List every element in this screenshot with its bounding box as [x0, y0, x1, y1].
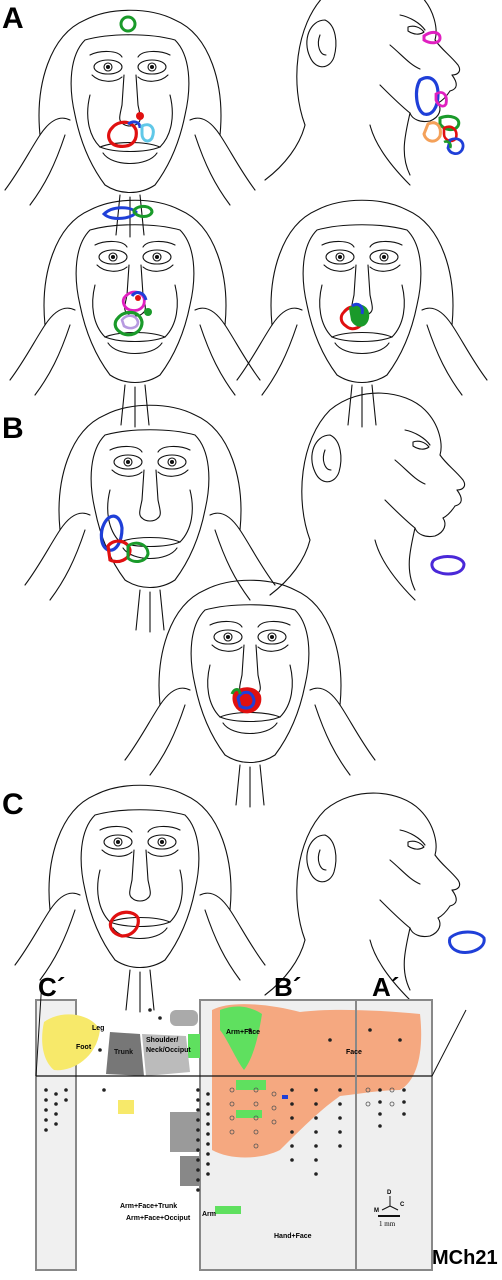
panel-b-side-1 [269, 392, 466, 601]
panel-b-front-2 [124, 579, 376, 808]
compass-d: D [387, 1190, 392, 1196]
panel-label-c: C [2, 788, 24, 821]
shoulder-area [142, 1034, 190, 1076]
area-label-arm-face-occiput: Arm+Face+Occiput [126, 1215, 191, 1222]
trunk-area [106, 1032, 144, 1076]
region-label-c: C´ [38, 972, 65, 1002]
area-label-shoulder: Shoulder/ [146, 1037, 178, 1044]
compass-c: C [400, 1202, 405, 1208]
arm-face-area [220, 1006, 262, 1070]
region-label-b: B´ [274, 972, 301, 1002]
panel-a-front-2 [9, 199, 261, 428]
panel-a-side-1 [264, 0, 465, 186]
area-label-leg: Leg [92, 1025, 104, 1032]
area-label-arm-face-trunk: Arm+Face+Trunk [120, 1203, 177, 1210]
area-label-foot: Foot [76, 1044, 92, 1051]
area-label-trunk: Trunk [114, 1049, 133, 1056]
panel-c-side-1 [264, 792, 486, 1001]
case-id-label: MCh21 [432, 1247, 498, 1269]
area-label-arm: Arm [202, 1211, 216, 1218]
face-area [212, 1004, 422, 1158]
area-label-arm-face: Arm+Face [226, 1029, 260, 1036]
panel-label-b: B [2, 412, 24, 445]
cortical-map: C´ B´ A´ Leg Foot Trunk Shoulder/ Neck/O… [35, 972, 498, 1271]
area-label-face: Face [346, 1049, 362, 1056]
area-label-neck: Neck/Occiput [146, 1047, 191, 1054]
compass-m: M [374, 1208, 379, 1214]
region-label-a: A´ [372, 972, 399, 1002]
panel-c-front-1 [14, 784, 266, 1013]
panel-b-front-1 [24, 404, 276, 633]
panel-label-a: A [2, 2, 24, 35]
area-label-hand-face: Hand+Face [274, 1233, 312, 1240]
panel-a-front-3 [236, 199, 488, 428]
leg-foot-area [42, 1014, 100, 1071]
panel-a-front-1 [4, 9, 256, 238]
scale-label: 1 mm [379, 1220, 396, 1228]
compass: D M C [374, 1190, 405, 1214]
